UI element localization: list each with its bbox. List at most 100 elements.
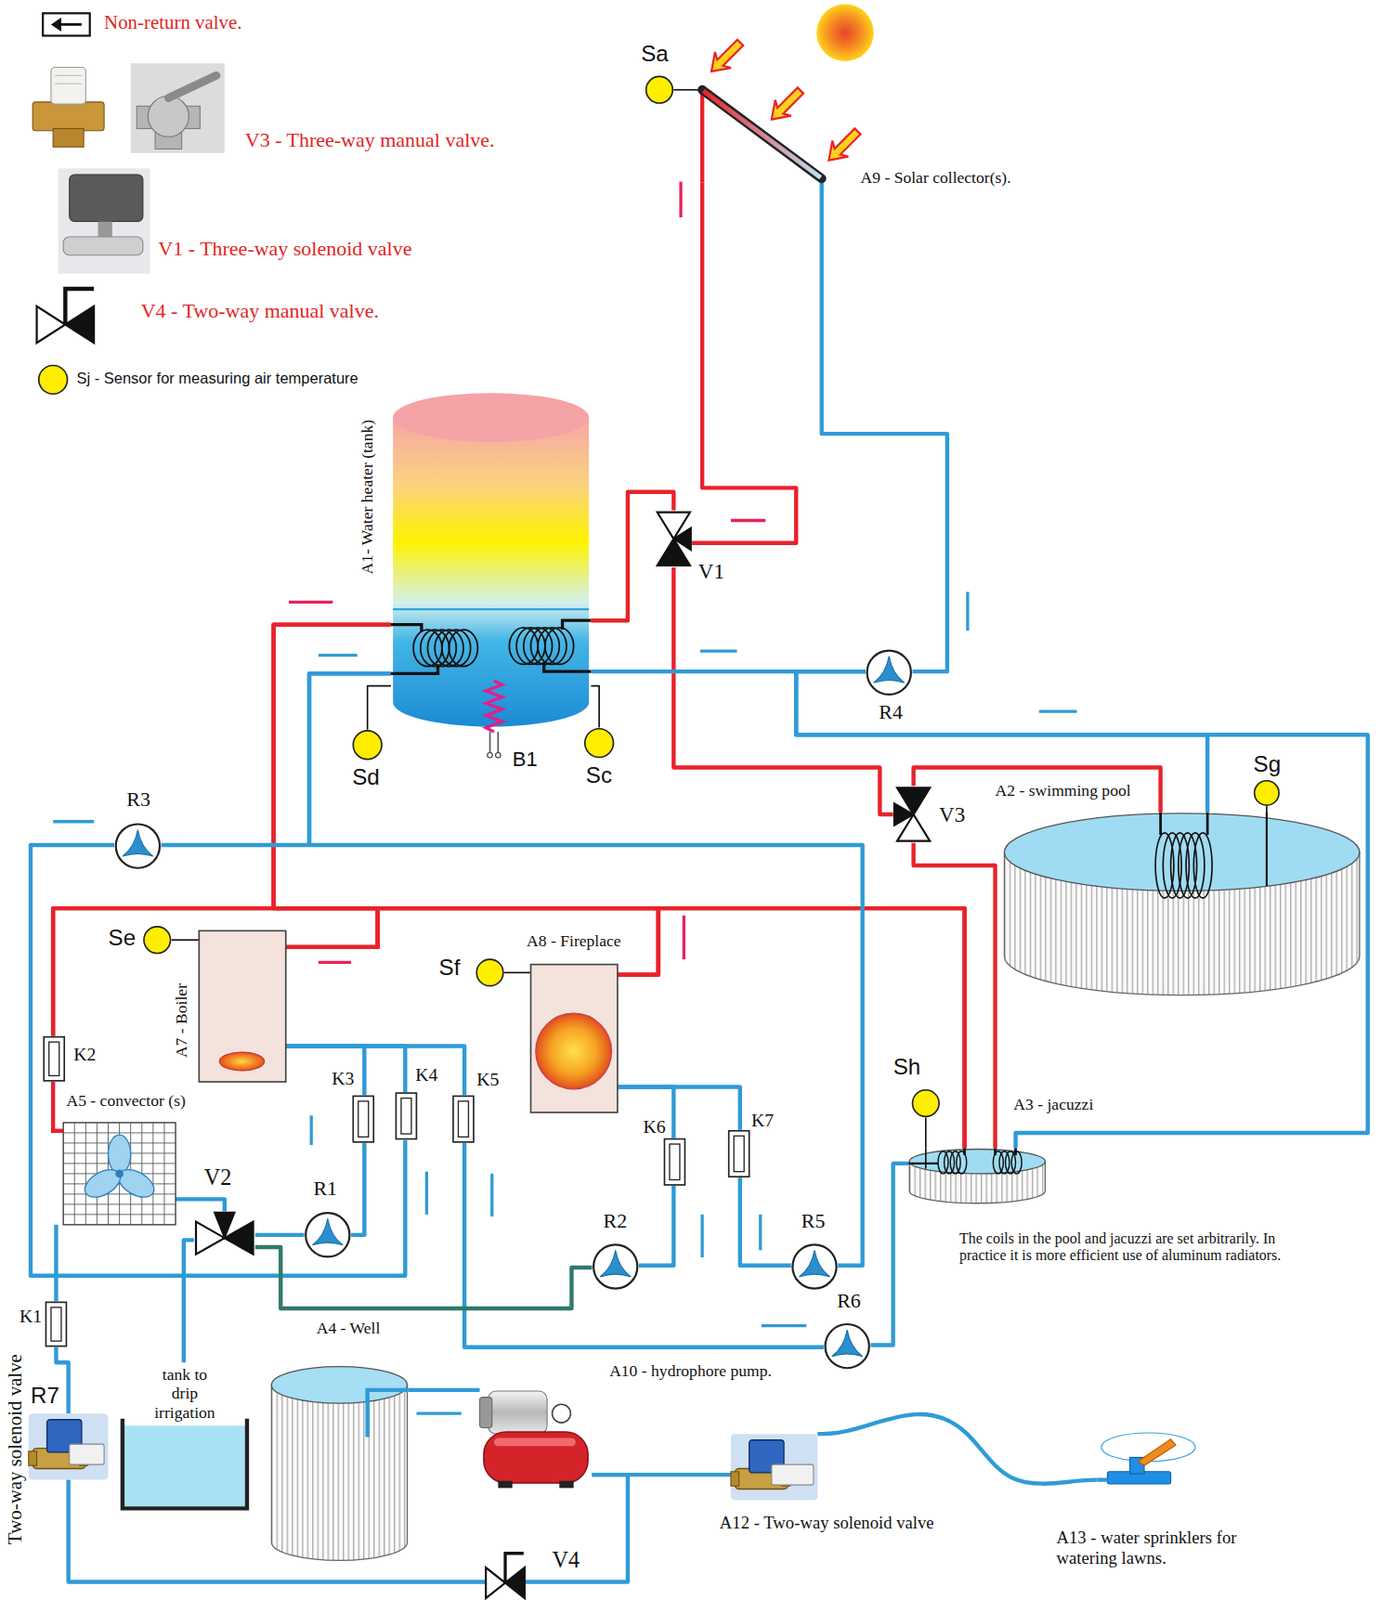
drawing-part <box>116 823 160 868</box>
component-shape <box>485 1553 525 1599</box>
sensor-lead <box>504 972 532 975</box>
component-shape <box>1003 812 1361 997</box>
drawing-part <box>1193 833 1212 899</box>
drawing-part <box>497 731 500 753</box>
component-label: Se <box>107 925 136 952</box>
drawing-part <box>122 1419 248 1510</box>
pipe <box>183 1239 195 1363</box>
sensor-lead <box>171 938 200 941</box>
component: A12 - Two-way solenoid valve <box>730 1433 818 1500</box>
drawing-part <box>1096 1477 1108 1482</box>
component-shape <box>44 1301 67 1347</box>
drawing-part <box>310 1115 313 1146</box>
drawing-part <box>552 1404 572 1423</box>
pipe <box>175 1198 225 1212</box>
component-shape <box>351 1094 375 1144</box>
component: Sc <box>584 728 615 759</box>
component-label: K7 <box>751 1110 774 1133</box>
drawing-part <box>703 91 821 178</box>
component: V3 <box>893 785 935 844</box>
drawing-part <box>124 1425 246 1507</box>
component-label: K6 <box>642 1116 665 1138</box>
component: A8 - Fireplace <box>531 964 618 1113</box>
drawing-part <box>52 1122 64 1132</box>
component-shape <box>823 1322 872 1370</box>
drawing-part <box>483 1432 588 1484</box>
component: A3 - jacuzzi <box>908 1147 1046 1204</box>
component-shape <box>304 1211 352 1260</box>
component-shape <box>1096 1433 1196 1485</box>
component-shape <box>894 787 930 841</box>
drawing-part <box>950 1151 961 1174</box>
drawing-part <box>392 392 589 443</box>
component-label: R3 <box>126 787 151 811</box>
drawing-part <box>485 1567 506 1599</box>
component-shape <box>585 729 614 758</box>
pipe <box>408 1388 481 1393</box>
component-shape <box>352 730 382 760</box>
drawing-part <box>562 620 592 630</box>
component-shape <box>485 680 503 758</box>
drawing-part <box>271 1384 407 1561</box>
component: R7Two-way solenoid valve <box>28 1413 109 1480</box>
component-shape <box>912 1090 940 1118</box>
drawing-part <box>1005 1151 1017 1174</box>
component-shape <box>52 1122 176 1225</box>
component-shape <box>893 785 935 844</box>
drawing-part <box>599 1250 631 1277</box>
component-shape <box>484 1549 526 1600</box>
component: V2 <box>194 1211 256 1256</box>
component-label: tank to drip irrigation <box>147 1366 222 1423</box>
component-label: Sa <box>640 40 669 67</box>
component-label: R2 <box>603 1209 628 1233</box>
drawing-part <box>115 1169 124 1178</box>
drawing-part <box>358 1101 369 1137</box>
drawing-part <box>730 519 766 522</box>
drawing-part <box>352 730 382 760</box>
pipe <box>255 1247 593 1309</box>
component-label: K4 <box>415 1064 438 1086</box>
pipe <box>161 673 391 846</box>
component-shape <box>591 1243 639 1291</box>
sensor-lead <box>367 686 391 730</box>
legend-text: V4 - Two-way manual valve. <box>141 299 379 323</box>
component-label: Two-way solenoid valve <box>3 1354 27 1545</box>
pipe <box>53 1224 58 1302</box>
drawing-part <box>1265 812 1268 886</box>
component: R1 <box>304 1211 352 1260</box>
drawing-part <box>168 75 217 98</box>
drawing-part <box>318 961 352 965</box>
drawing-part <box>700 90 704 183</box>
sensor-lead <box>673 89 698 92</box>
drawing-part <box>32 102 105 131</box>
component-shape <box>655 510 693 569</box>
drawing-part <box>729 1131 750 1177</box>
drawing-part <box>480 1397 493 1429</box>
drawing-part <box>416 1412 461 1416</box>
component-shape <box>480 1382 593 1490</box>
component-shape <box>394 1092 417 1141</box>
drawing-part <box>214 1212 235 1238</box>
drawing-part <box>593 1244 638 1289</box>
drawing-part <box>130 63 225 154</box>
drawing-part <box>944 1151 955 1174</box>
component-shape <box>865 649 913 697</box>
component: K3 <box>351 1094 375 1144</box>
drawing-part <box>938 1151 949 1174</box>
sensor-lead <box>925 1117 927 1148</box>
component: R6 <box>823 1322 872 1370</box>
component-label: R7 <box>30 1382 60 1409</box>
component: A2 - swimming pool <box>1003 812 1361 997</box>
drawing-part <box>63 1213 176 1215</box>
pipe <box>617 1086 674 1138</box>
component-shape <box>194 1211 256 1256</box>
drawing-part <box>487 753 493 758</box>
pipe <box>740 1177 792 1266</box>
drawing-part <box>490 1173 494 1217</box>
component-shape <box>351 729 383 761</box>
sensor-lead <box>590 686 600 729</box>
drawing-part <box>669 1144 680 1180</box>
component: A13 - water sprinklers for watering lawn… <box>1096 1429 1199 1501</box>
component: R3 <box>114 822 162 871</box>
pipe <box>309 673 863 1265</box>
